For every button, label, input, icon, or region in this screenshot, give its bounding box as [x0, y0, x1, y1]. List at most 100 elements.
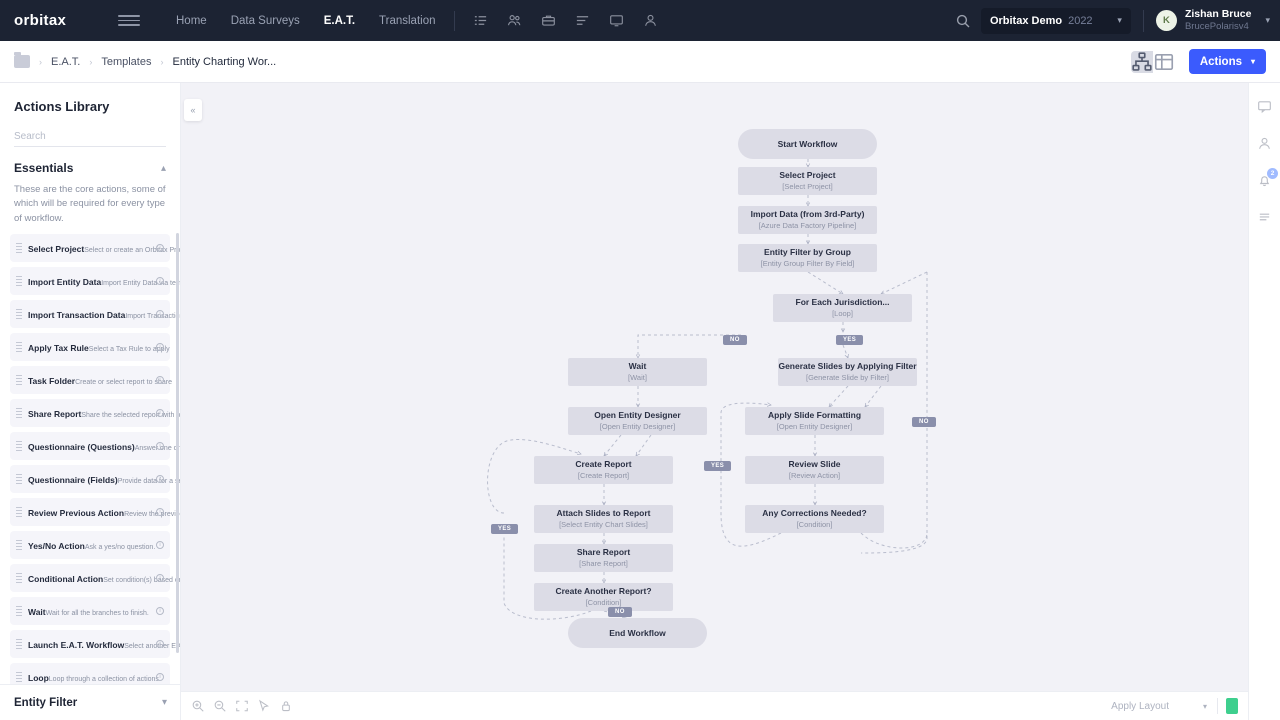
info-icon[interactable]: i: [156, 540, 164, 549]
drag-handle-icon[interactable]: [16, 506, 22, 517]
workflow-canvas[interactable]: «: [181, 83, 1248, 720]
drag-handle-icon[interactable]: [16, 539, 22, 550]
action-card-text: Apply Tax RuleSelect a Tax Rule to apply: [28, 338, 170, 356]
status-chip[interactable]: [1226, 698, 1238, 714]
info-icon[interactable]: i: [156, 672, 164, 681]
lock-icon[interactable]: [279, 699, 293, 713]
briefcase-icon[interactable]: [541, 13, 556, 28]
action-card[interactable]: Share ReportShare the selected report wi…: [10, 398, 180, 427]
flow-node-openent[interactable]: Open Entity Designer[Open Entity Designe…: [568, 407, 707, 435]
flow-node-createrep[interactable]: Create Report[Create Report]: [534, 456, 673, 484]
info-icon[interactable]: i: [156, 408, 164, 417]
person-icon[interactable]: [1257, 136, 1272, 151]
brand-logo[interactable]: orbitax: [14, 12, 67, 29]
nav-link-home[interactable]: Home: [176, 14, 207, 27]
breadcrumb-item-current[interactable]: Entity Charting Wor...: [172, 55, 277, 68]
action-card[interactable]: Import Transaction DataImport Transactio…: [10, 299, 180, 328]
lines-icon[interactable]: [575, 13, 590, 28]
flow-node-import[interactable]: Import Data (from 3rd-Party)[Azure Data …: [738, 206, 877, 234]
canvas-tools: [191, 699, 293, 713]
action-card[interactable]: Yes/No ActionAsk a yes/no question.i: [10, 530, 170, 559]
action-card[interactable]: Review Previous ActionReview the previou…: [10, 497, 180, 526]
actions-button[interactable]: Actions ▾: [1188, 49, 1266, 74]
info-icon[interactable]: i: [156, 639, 164, 648]
info-icon[interactable]: i: [156, 573, 164, 582]
search-icon[interactable]: [955, 13, 971, 29]
info-icon[interactable]: i: [156, 243, 164, 252]
hamburger-icon[interactable]: [118, 15, 140, 26]
flow-node-filter[interactable]: Entity Filter by Group[Entity Group Filt…: [738, 244, 877, 272]
flow-node-applyfmt[interactable]: Apply Slide Formatting[Open Entity Desig…: [745, 407, 884, 435]
action-card[interactable]: Questionnaire (Questions)Answer one or m…: [10, 431, 180, 460]
collapse-panel-button[interactable]: «: [184, 99, 202, 121]
flow-node-another[interactable]: Create Another Report?[Condition]: [534, 583, 673, 611]
breadcrumb-item-templates[interactable]: Templates: [101, 55, 152, 68]
table-view-icon[interactable]: [1152, 50, 1175, 73]
flow-node-wait[interactable]: Wait[Wait]: [568, 358, 707, 386]
action-card[interactable]: WaitWait for all the branches to finish.…: [10, 596, 170, 625]
action-card[interactable]: Select ProjectSelect or create an Orbita…: [10, 233, 180, 262]
drag-handle-icon[interactable]: [16, 407, 22, 418]
action-card-text: WaitWait for all the branches to finish.: [28, 602, 152, 620]
drag-handle-icon[interactable]: [16, 308, 22, 319]
drag-handle-icon[interactable]: [16, 275, 22, 286]
info-icon[interactable]: i: [156, 507, 164, 516]
user-icon[interactable]: [643, 13, 658, 28]
flow-node-select[interactable]: Select Project[Select Project]: [738, 167, 877, 195]
action-card[interactable]: Task FolderCreate or select report to sh…: [10, 365, 172, 394]
folder-icon[interactable]: [14, 52, 30, 68]
panel-scrollbar[interactable]: [176, 233, 179, 653]
people-icon[interactable]: [507, 13, 522, 28]
search-input[interactable]: [14, 127, 166, 147]
zoom-in-icon[interactable]: [191, 699, 205, 713]
group-header-entity-filter[interactable]: Entity Filter ▾: [0, 684, 180, 720]
breadcrumb-item-eat[interactable]: E.A.T.: [51, 55, 81, 68]
flow-node-loop[interactable]: For Each Jurisdiction...[Loop]: [773, 294, 912, 322]
bell-icon[interactable]: 2: [1257, 168, 1278, 188]
drag-handle-icon[interactable]: [16, 440, 22, 451]
nav-link-data-surveys[interactable]: Data Surveys: [230, 14, 300, 27]
action-card[interactable]: Questionnaire (Fields)Provide data for a…: [10, 464, 180, 493]
zoom-out-icon[interactable]: [213, 699, 227, 713]
flow-node-genslide[interactable]: Generate Slides by Applying Filter[Gener…: [778, 358, 917, 386]
drag-handle-icon[interactable]: [16, 638, 22, 649]
nav-link-eat[interactable]: E.A.T.: [323, 14, 356, 27]
flow-node-attach[interactable]: Attach Slides to Report[Select Entity Ch…: [534, 505, 673, 533]
action-card[interactable]: Apply Tax RuleSelect a Tax Rule to apply…: [10, 332, 170, 361]
org-selector[interactable]: Orbitax Demo 2022 ▾: [980, 7, 1131, 34]
list-icon[interactable]: [1257, 210, 1272, 225]
action-card[interactable]: Conditional ActionSet condition(s) based…: [10, 563, 180, 592]
flow-node-anycorr[interactable]: Any Corrections Needed?[Condition]: [745, 505, 884, 533]
cursor-icon[interactable]: [257, 699, 271, 713]
fit-screen-icon[interactable]: [235, 699, 249, 713]
checklist-icon[interactable]: [473, 13, 488, 28]
flow-node-sharerep[interactable]: Share Report[Share Report]: [534, 544, 673, 572]
drag-handle-icon[interactable]: [16, 242, 22, 253]
chat-icon[interactable]: [1257, 99, 1272, 114]
drag-handle-icon[interactable]: [16, 374, 22, 385]
drag-handle-icon[interactable]: [16, 671, 22, 682]
info-icon[interactable]: i: [156, 441, 164, 450]
action-card-title: Share Report: [28, 408, 82, 419]
info-icon[interactable]: i: [156, 276, 164, 285]
drag-handle-icon[interactable]: [16, 473, 22, 484]
flow-node-reviewsl[interactable]: Review Slide[Review Action]: [745, 456, 884, 484]
info-icon[interactable]: i: [156, 342, 164, 351]
action-card[interactable]: Launch E.A.T. WorkflowSelect another E.A…: [10, 629, 180, 658]
info-icon[interactable]: i: [156, 309, 164, 318]
group-header-essentials[interactable]: Essentials ▴: [0, 147, 180, 183]
drag-handle-icon[interactable]: [16, 572, 22, 583]
nav-link-translation[interactable]: Translation: [379, 14, 436, 27]
info-icon[interactable]: i: [156, 375, 164, 384]
flow-view-icon[interactable]: [1130, 50, 1153, 73]
drag-handle-icon[interactable]: [16, 605, 22, 616]
drag-handle-icon[interactable]: [16, 341, 22, 352]
info-icon[interactable]: i: [156, 606, 164, 615]
flow-node-start[interactable]: Start Workflow: [738, 129, 877, 159]
monitor-icon[interactable]: [609, 13, 624, 28]
info-icon[interactable]: i: [156, 474, 164, 483]
flow-node-end[interactable]: End Workflow: [568, 618, 707, 648]
apply-layout-select[interactable]: Apply Layout ▾: [1111, 701, 1217, 712]
action-card[interactable]: Import Entity DataImport Entity Data via…: [10, 266, 180, 295]
user-menu[interactable]: K Zishan Bruce BrucePolarisv4 ▾: [1155, 8, 1270, 33]
